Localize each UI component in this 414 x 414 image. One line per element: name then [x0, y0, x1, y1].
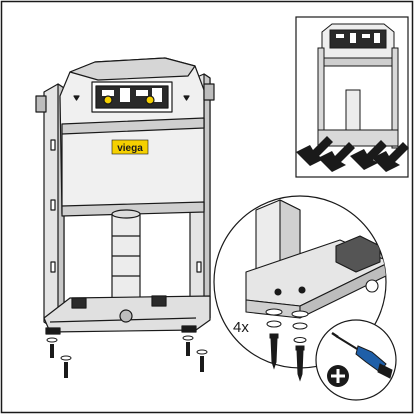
screw-front-left-2: [60, 355, 72, 378]
foot-front-right: [181, 325, 197, 333]
middle-rail: [61, 201, 205, 217]
detail-screw-hole: [298, 286, 306, 294]
drain-outlet: [119, 309, 133, 323]
tool-circle-border: [315, 319, 397, 401]
inset-arrows: [296, 136, 409, 172]
left-wall-bracket: [35, 95, 47, 113]
drain-pipe-top: [111, 209, 141, 219]
detail-screw-hole: [274, 288, 282, 296]
right-wall-bracket: [203, 83, 215, 101]
screwdriver-icon: [331, 331, 393, 379]
detail-screws: [265, 308, 309, 382]
inset-top-right: [295, 16, 409, 178]
base-fitting-left: [71, 297, 87, 309]
brand-logo-text: viega: [117, 143, 143, 154]
upper-rail: [61, 117, 205, 135]
detail-fitting: [335, 235, 381, 273]
inset-mechanism-details: [336, 33, 380, 43]
arrow-left-outer: [296, 136, 333, 166]
cistern-cap: [69, 57, 196, 81]
screw-front-right: [182, 335, 194, 356]
phillips-head-icon: [327, 365, 349, 387]
indicator-arrow-left: [73, 95, 80, 101]
detail-screw-1: [265, 308, 283, 370]
indicator-arrow-right: [183, 95, 190, 101]
tool-inset: [315, 319, 397, 401]
foot-front-left: [45, 327, 61, 335]
detail-hole: [365, 279, 379, 293]
base-fitting-right: [151, 295, 167, 307]
viega-logo: viega: [111, 139, 149, 155]
flush-mechanism-details: [102, 88, 162, 102]
arrow-right-inner: [350, 140, 387, 170]
right-upright-side: [203, 73, 211, 319]
arrow-right-outer: [372, 142, 409, 172]
arrow-left-inner: [318, 142, 355, 172]
main-installation-frame: [35, 57, 215, 335]
valve-yellow-left: [103, 95, 113, 105]
screw-front-right-2: [196, 349, 208, 372]
valve-yellow-right: [145, 95, 155, 105]
floor-screws: [46, 335, 208, 378]
screw-front-left: [46, 337, 58, 358]
inset-frame: [317, 23, 399, 149]
quantity-label: 4x: [233, 319, 249, 336]
detail-screw-2: [291, 310, 309, 382]
